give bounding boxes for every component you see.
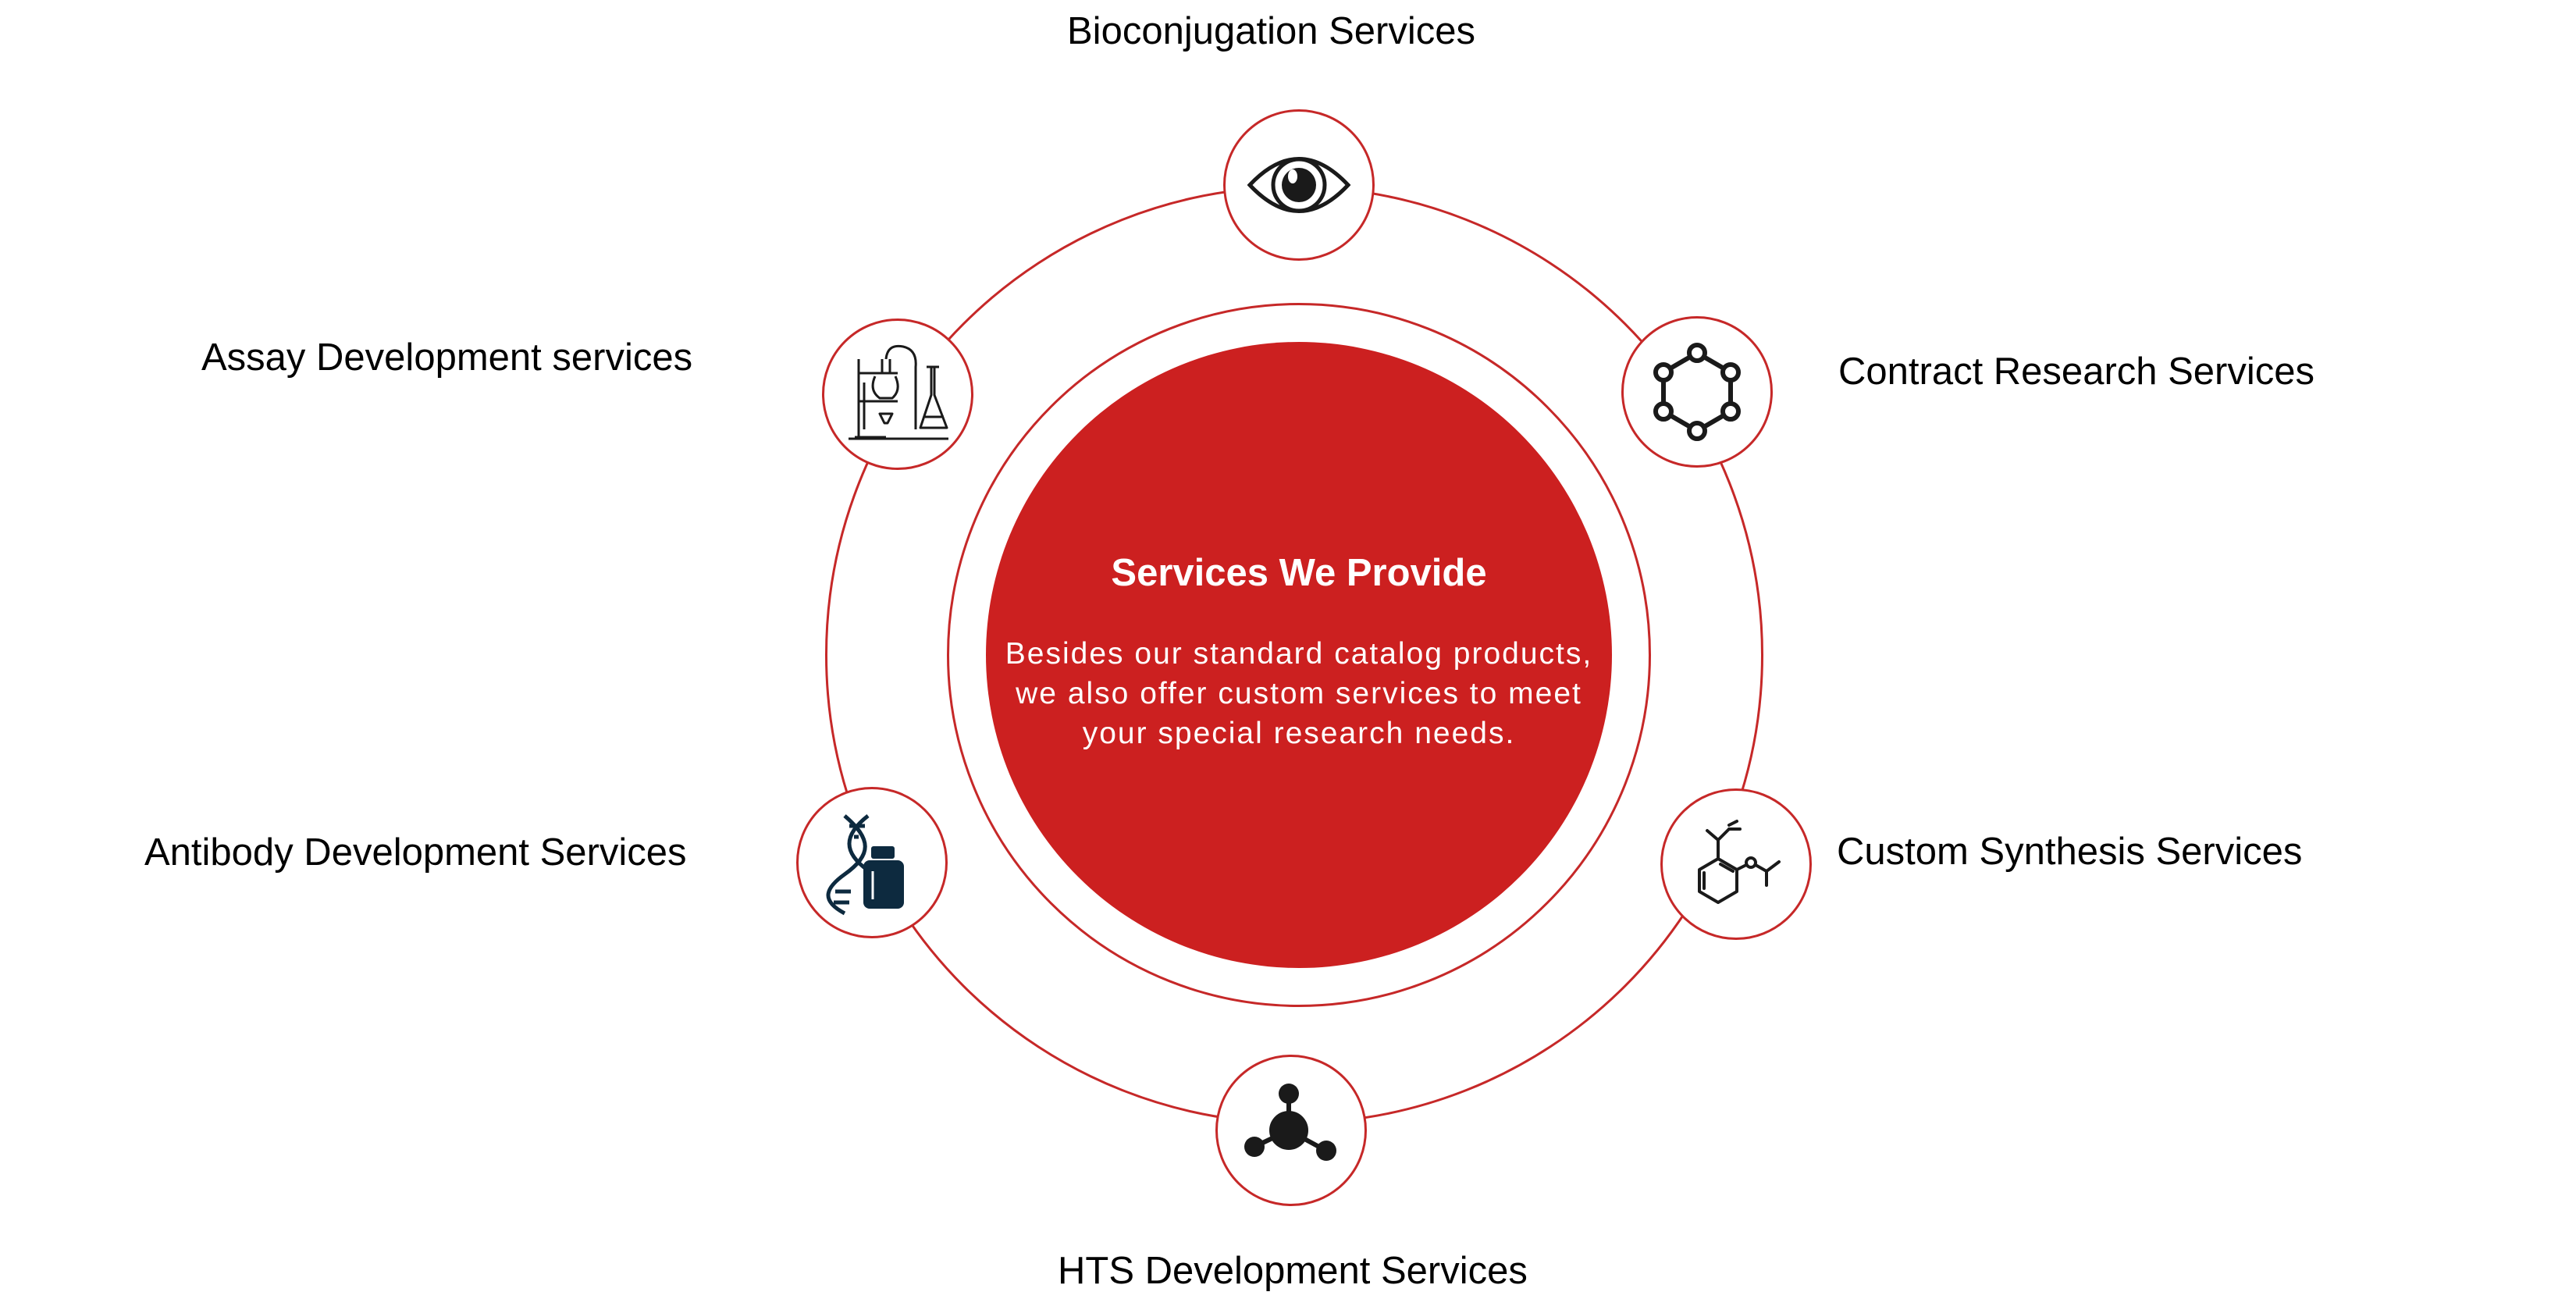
bioconjugation-node[interactable] bbox=[1223, 109, 1375, 261]
eye-icon bbox=[1247, 157, 1351, 213]
dna-vial-icon bbox=[826, 814, 904, 916]
hexagon-molecule-icon bbox=[1653, 343, 1741, 441]
service-label-contract-research[interactable]: Contract Research Services bbox=[1838, 351, 2315, 393]
center-title: Services We Provide bbox=[1111, 552, 1487, 594]
chemical-structure-icon bbox=[1698, 820, 1781, 904]
service-label-assay-development[interactable]: Assay Development services bbox=[201, 336, 693, 379]
service-label-custom-synthesis[interactable]: Custom Synthesis Services bbox=[1837, 831, 2303, 873]
service-label-antibody-development[interactable]: Antibody Development Services bbox=[144, 831, 687, 874]
lab-flask-icon bbox=[849, 344, 948, 440]
antibody-development-node[interactable] bbox=[796, 787, 948, 938]
center-description-line: we also offer custom services to meet bbox=[1016, 677, 1582, 710]
service-label-bioconjugation[interactable]: Bioconjugation Services bbox=[1067, 10, 1475, 52]
center-description-line: your special research needs. bbox=[1082, 717, 1516, 750]
custom-synthesis-node[interactable] bbox=[1660, 788, 1812, 940]
hts-development-node[interactable] bbox=[1215, 1055, 1367, 1206]
inner-ring bbox=[947, 303, 1651, 1007]
center-description-line: Besides our standard catalog products, bbox=[1005, 637, 1593, 671]
contract-research-node[interactable] bbox=[1621, 316, 1773, 468]
assay-development-node[interactable] bbox=[822, 319, 973, 470]
center-disc bbox=[986, 342, 1612, 968]
service-label-hts-development[interactable]: HTS Development Services bbox=[1058, 1250, 1528, 1292]
molecule-network-icon bbox=[1244, 1084, 1336, 1161]
